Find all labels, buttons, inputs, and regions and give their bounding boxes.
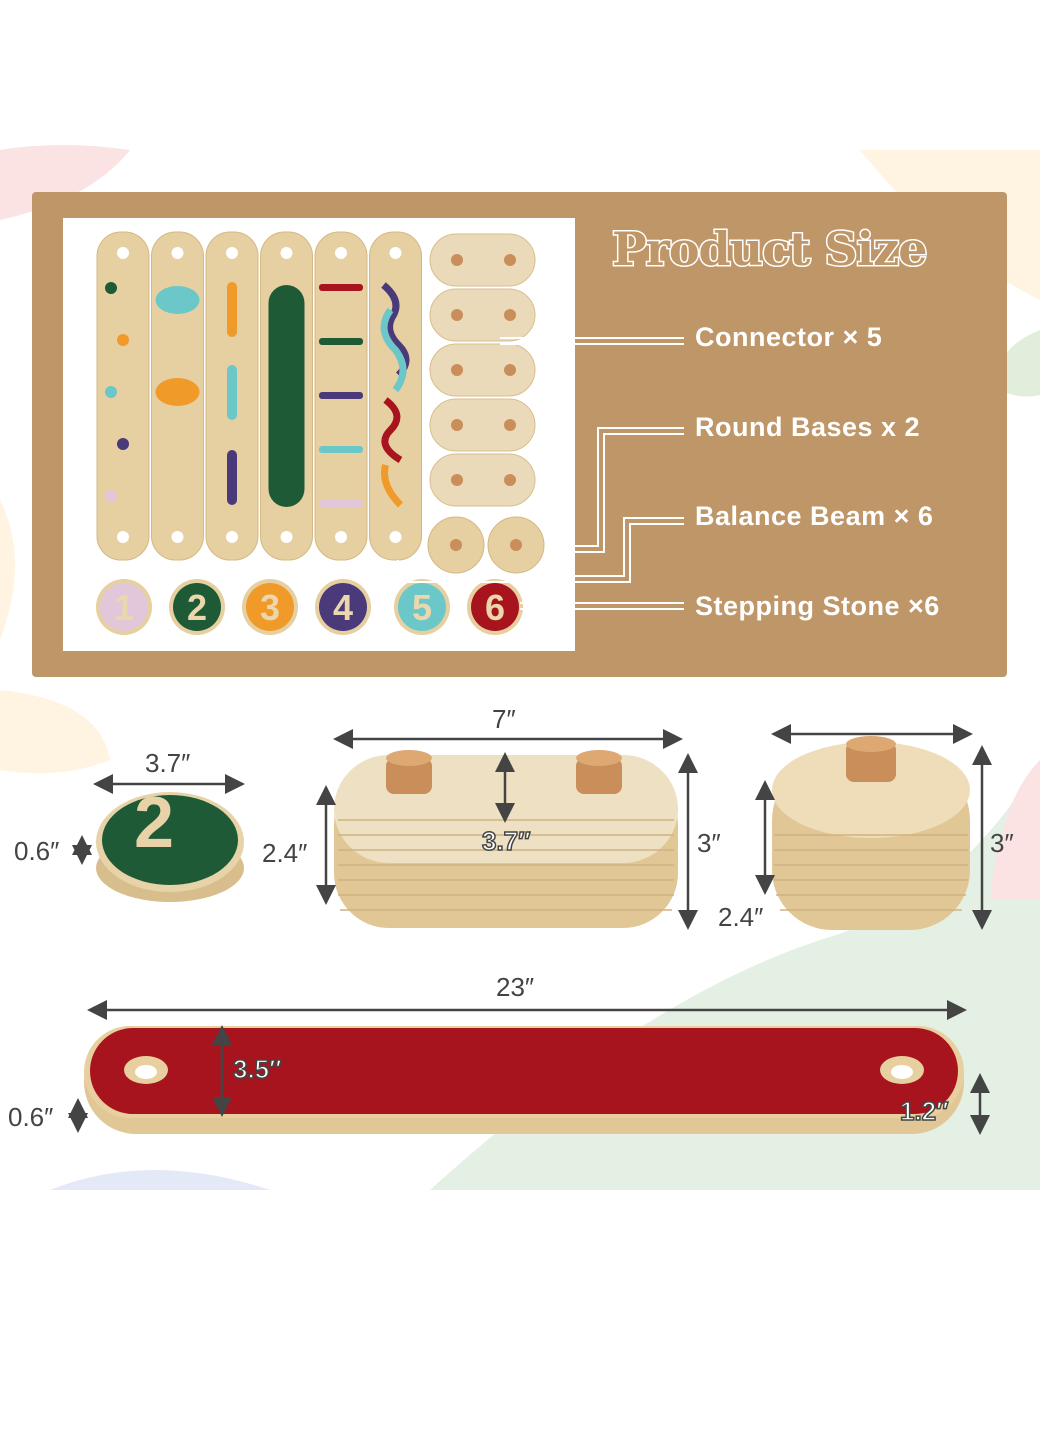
svg-text:5: 5 [412, 587, 432, 628]
part-label-balance-beam: Balance Beam × 6 [695, 501, 934, 531]
svg-text:6: 6 [485, 587, 505, 628]
stepping-stone-4: 4 [315, 579, 371, 635]
dim-connector-height-inner: 2.4″ [262, 838, 308, 868]
beam-plank [96, 231, 150, 561]
dim-base-height-inner: 2.4″ [718, 902, 764, 932]
connector-piece [429, 288, 536, 342]
stepping-stone-5: 5 [394, 579, 450, 635]
dim-beam-width: 3.5″ [232, 1053, 282, 1085]
dim-beam-hole-offset: 1.2″ [899, 1095, 949, 1127]
dim-connector-height-total: 3″ [697, 828, 721, 858]
stepping-stone-3: 3 [242, 579, 298, 635]
connector-piece [429, 398, 536, 452]
long-stripe [268, 285, 305, 507]
connector-piece [429, 453, 536, 507]
part-label-stepping-stone: Stepping Stone ×6 [695, 591, 940, 621]
beam-plank [369, 231, 422, 561]
stepping-stone-photo [96, 792, 244, 902]
leader-lines [397, 337, 684, 610]
connector-piece [429, 233, 536, 287]
dim-connector-length: 7″ [492, 704, 516, 734]
dim-base-height-total: 3″ [990, 828, 1014, 858]
stone-number: 2 [134, 783, 175, 863]
dimension-arrows [68, 724, 992, 1135]
svg-text:1: 1 [114, 587, 134, 628]
stepping-stone-2: 2 [169, 579, 225, 635]
stepping-stone-6: 6 [467, 579, 523, 635]
round-base-piece [427, 516, 485, 574]
product-size-title: Product Size [610, 221, 928, 278]
part-label-round-bases: Round Bases x 2 [695, 412, 921, 442]
part-label-connector: Connector × 5 [695, 322, 883, 352]
dim-connector-width: 3.7″ [481, 825, 531, 857]
svg-text:2: 2 [187, 587, 207, 628]
dim-stone-diameter: 3.7″ [145, 748, 191, 778]
connector-piece [429, 343, 536, 397]
dim-beam-length: 23″ [496, 972, 535, 1002]
round-base-piece [487, 516, 545, 574]
stepping-stone-1: 1 [96, 579, 152, 635]
dim-stone-thickness: 0.6″ [14, 836, 60, 866]
svg-text:4: 4 [333, 587, 353, 628]
balance-beam-photo [84, 1026, 964, 1134]
svg-text:3: 3 [260, 587, 280, 628]
dim-beam-thickness: 0.6″ [8, 1102, 54, 1132]
round-base-photo [772, 736, 970, 930]
